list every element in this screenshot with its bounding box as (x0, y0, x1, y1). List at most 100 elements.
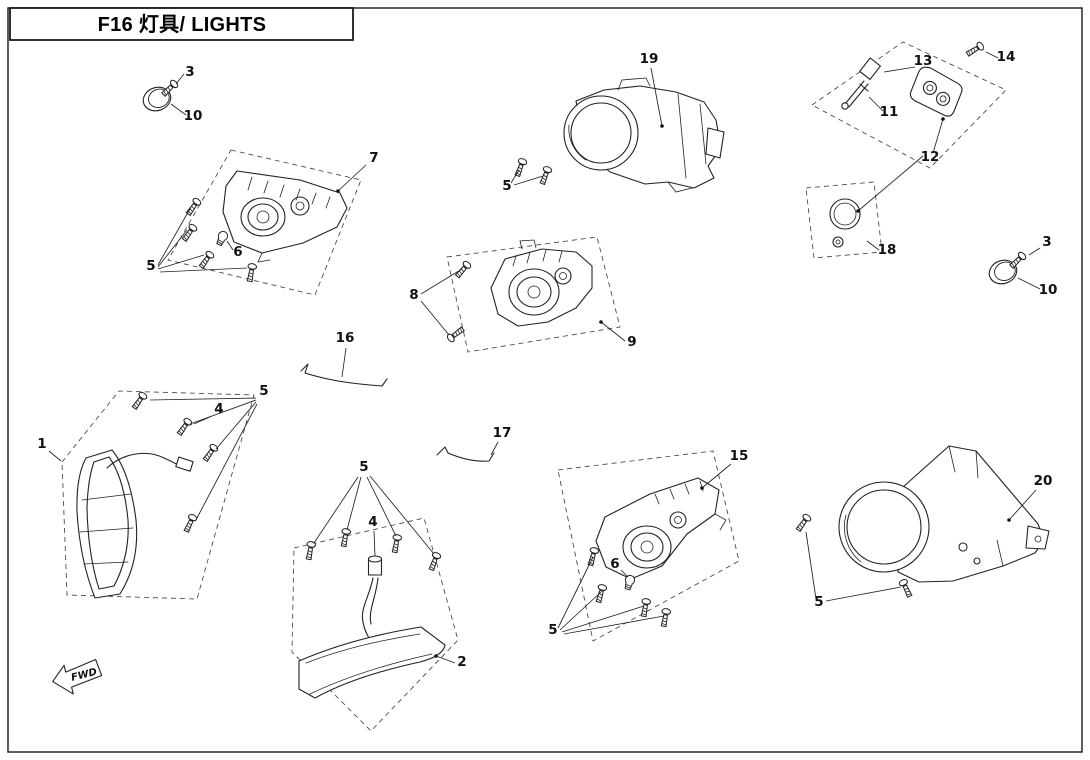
leader-line-1 (48, 450, 62, 462)
headlamp-9-lens-inner (516, 276, 552, 308)
plate-ring-inner (833, 202, 857, 226)
assembly-headlamp-9 (445, 239, 593, 344)
bracket-hole-inner (939, 95, 947, 103)
headlight-20-mount-arm (1025, 525, 1050, 550)
leader-line-7 (337, 164, 367, 192)
leader-line-5 (366, 476, 397, 537)
sensor-connector (859, 57, 881, 80)
leader-dot-2 (434, 654, 438, 658)
leader-line-15 (701, 463, 732, 489)
plate-outline (805, 181, 883, 259)
bracket-hole (922, 80, 937, 95)
screw-icon (897, 577, 915, 599)
outline-group-2 (291, 517, 459, 732)
leader-line-5 (157, 254, 205, 270)
leader-line-5 (825, 586, 902, 602)
leader-line-8 (420, 268, 463, 295)
leader-line-4 (193, 415, 213, 425)
leader-line-5 (510, 169, 520, 184)
screw-icon (1007, 250, 1028, 271)
callout-12: 12 (921, 149, 940, 165)
callout-7: 7 (369, 150, 378, 166)
socket-top (367, 555, 383, 563)
screw-icon (593, 583, 608, 604)
headlamp-9-lens (508, 268, 560, 316)
part-round-lamp-10-left (139, 78, 180, 116)
callout-3: 3 (1042, 234, 1051, 250)
headlamp-7-housing (222, 170, 348, 254)
callout-6: 6 (610, 556, 619, 572)
headlight-20-lens-inner (846, 489, 922, 565)
headlight-20-pin (973, 557, 981, 565)
callout-6: 6 (233, 244, 242, 260)
headlight-20-pin (958, 542, 968, 552)
headlamp-7-lens (240, 197, 286, 237)
leader-dot-9 (599, 320, 603, 324)
screw-icon (658, 607, 672, 628)
headlamp-7-bulb-hole (256, 210, 270, 224)
callout-5: 5 (548, 622, 557, 638)
assembly-headlamp-15 (585, 477, 727, 628)
assembly-tail-lamp-2 (298, 527, 446, 699)
headlight-20-mount-hole (1034, 535, 1042, 543)
callout-11: 11 (880, 104, 899, 120)
fwd-arrow: FWD (52, 658, 103, 695)
headlight-19-lens (563, 95, 639, 171)
leader-line-5 (159, 267, 248, 273)
callout-17: 17 (493, 425, 512, 441)
assembly-headlight-20 (794, 445, 1050, 599)
screw-icon (197, 249, 216, 271)
leader-dot-12 (856, 209, 860, 213)
fwd-label: FWD (70, 667, 98, 684)
leader-line-5 (561, 605, 645, 633)
tail-lamp-lens-lines (305, 633, 433, 695)
leader-line-5 (557, 556, 594, 629)
screw-icon (426, 550, 443, 572)
plate-grommet (832, 236, 844, 248)
leader-line-10 (1017, 277, 1041, 290)
part-bracket-12 (909, 66, 963, 117)
screw-icon (537, 164, 554, 186)
callout-14: 14 (997, 49, 1016, 65)
part-plate-18 (805, 181, 883, 259)
callout-10: 10 (184, 108, 203, 124)
harness-connector (175, 456, 194, 472)
bulb-icon (622, 573, 637, 591)
callout-9: 9 (627, 334, 636, 350)
leader-line-12 (857, 155, 924, 212)
headlamp-9-bulb-hole (527, 285, 541, 299)
headlamp-7-ribs (247, 176, 331, 209)
leader-line-5 (157, 206, 192, 266)
assembly-headlight-19 (512, 77, 725, 193)
leader-line-9 (600, 321, 626, 342)
leader-line-5 (513, 175, 544, 186)
callout-4: 4 (214, 401, 223, 417)
outline-group-12 (811, 41, 1007, 169)
leader-dot-15 (700, 486, 704, 490)
page-title: F16 灯具/ LIGHTS (98, 13, 267, 36)
callout-5: 5 (146, 258, 155, 274)
headlamp-15-lens-inner (630, 532, 664, 562)
headlamp-9-socket-inner (559, 272, 567, 280)
leader-line-5 (559, 591, 602, 631)
leader-line-5 (215, 401, 257, 450)
callout-2: 2 (457, 654, 466, 670)
part-round-lamp-10-right (985, 250, 1028, 289)
screw-icon (201, 442, 220, 464)
callout-10: 10 (1039, 282, 1058, 298)
screw-icon (389, 533, 403, 554)
headlight-19-details (617, 77, 707, 179)
fwd-arrow-shape (52, 658, 103, 695)
leader-line-5 (189, 399, 257, 425)
headlamp-7-socket-inner (295, 201, 305, 211)
group-outlines (61, 41, 1007, 732)
leader-line-14 (985, 51, 999, 59)
headlamp-15-bulb-hole (640, 540, 654, 554)
screw-icon (453, 259, 473, 280)
outline-group-7 (167, 149, 362, 296)
plate-grommet-inner (835, 239, 841, 245)
headlight-19-bracket (705, 127, 725, 159)
callout-1: 1 (37, 436, 46, 452)
